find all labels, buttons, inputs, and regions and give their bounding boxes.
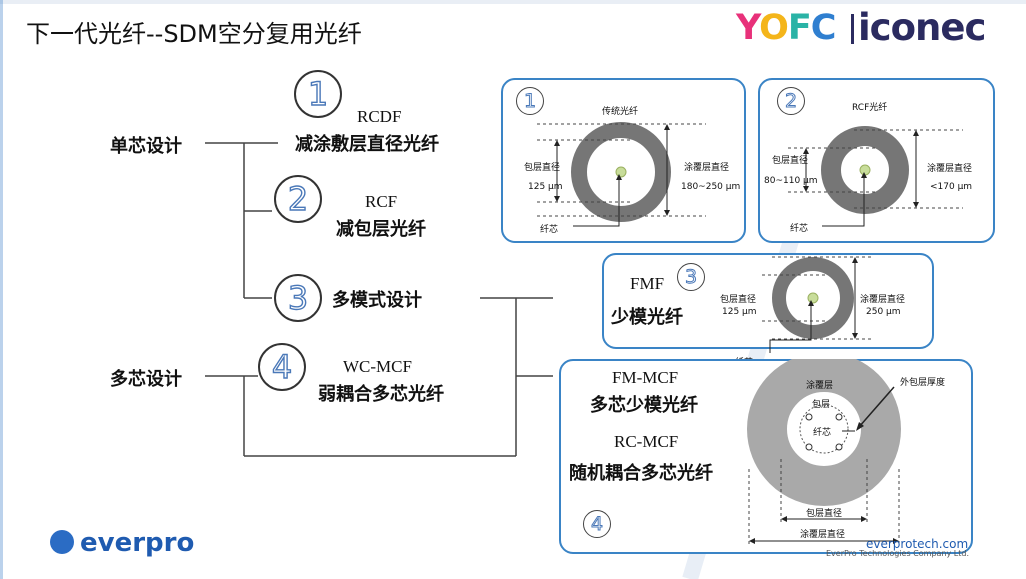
panel-2-badge-text: 2 — [784, 90, 798, 113]
item-2-name: 减包层光纤 — [336, 219, 426, 240]
panel-1-cladding-value: 125 μm — [528, 182, 563, 192]
panel-1-cladding-label: 包层直径 — [524, 163, 561, 173]
yofc-logo: YOFC — [736, 8, 837, 48]
panel-4-cladding-diameter: 包层直径 — [806, 509, 843, 519]
panel-3-badge-text: 3 — [684, 266, 698, 289]
top-rule — [0, 0, 1026, 4]
category-multi-core: 多芯设计 — [110, 369, 182, 390]
number-badge-2: 2 — [274, 175, 322, 223]
panel-3-coating-label: 涂覆层直径 — [860, 295, 906, 305]
number-badge-4: 4 — [258, 343, 306, 391]
panel-3-name: 少模光纤 — [611, 307, 683, 328]
panel-4-abbr-2: RC-MCF — [614, 432, 679, 451]
panel-4-diagram — [747, 359, 901, 545]
panel-1-coating-label: 涂覆层直径 — [684, 163, 730, 173]
panel-4-cladding-label: 包层 — [812, 400, 831, 410]
panel-1-diagram — [537, 122, 706, 227]
panel-4-outer-label: 外包层厚度 — [900, 378, 946, 388]
panel-1-badge: 1 — [516, 87, 544, 115]
core-dot — [835, 443, 843, 451]
panel-2-coating-label: 涂覆层直径 — [927, 164, 973, 174]
yofc-letter-f: F — [787, 8, 812, 48]
panel-4-abbr-1: FM-MCF — [612, 368, 679, 387]
number-badge-1-text: 1 — [307, 74, 329, 113]
panel-4-coating-diameter: 涂覆层直径 — [800, 530, 846, 540]
panel-2-diagram — [788, 126, 963, 227]
left-accent — [0, 0, 3, 579]
number-badge-1: 1 — [294, 70, 342, 118]
panel-3-badge: 3 — [677, 263, 705, 291]
panel-3-cladding-value: 125 μm — [722, 307, 757, 317]
panel-4-badge: 4 — [583, 510, 611, 538]
panel-4-badge-text: 4 — [590, 513, 604, 536]
panel-3-coating-value: 250 μm — [866, 307, 901, 317]
fiber-core — [859, 164, 871, 176]
panel-1-core-label: 纤芯 — [540, 225, 559, 235]
number-badge-3: 3 — [274, 274, 322, 322]
yofc-letter-o: O — [759, 8, 789, 48]
panel-2-cladding-label: 包层直径 — [772, 156, 809, 166]
panel-3-cladding-label: 包层直径 — [720, 295, 757, 305]
number-badge-2-text: 2 — [287, 179, 309, 218]
fiber-core — [807, 292, 819, 304]
number-badge-3-text: 3 — [287, 278, 309, 317]
panel-1-badge-text: 1 — [523, 90, 537, 113]
core-region — [799, 404, 849, 454]
panel-1-coating-value: 180~250 μm — [681, 182, 741, 192]
panel-2-badge: 2 — [777, 87, 805, 115]
iconec-logo: iconec — [858, 6, 986, 49]
everpro-logo-icon — [50, 530, 74, 554]
item-4-abbr: WC-MCF — [343, 357, 412, 376]
fiber-core — [615, 166, 627, 178]
item-1-abbr: RCDF — [357, 107, 402, 126]
number-badge-4-text: 4 — [271, 347, 293, 386]
panel-1-title: 传统光纤 — [602, 107, 639, 117]
core-dot — [805, 443, 813, 451]
panel-4-name-1: 多芯少模光纤 — [590, 395, 698, 416]
logo-separator — [851, 14, 854, 44]
panel-2-coating-value: <170 μm — [930, 182, 973, 192]
item-2-abbr: RCF — [365, 192, 398, 211]
panel-2-cladding-value: 80~110 μm — [764, 176, 818, 186]
panel-2-core-label: 纤芯 — [790, 224, 809, 234]
website-link[interactable]: everprotech.com — [866, 537, 969, 551]
panel-fmf — [602, 253, 934, 349]
panel-2-title: RCF光纤 — [852, 103, 888, 113]
yofc-letter-c: C — [810, 8, 837, 48]
item-3-name: 多模式设计 — [332, 290, 422, 311]
core-dot — [835, 413, 843, 421]
panel-3-abbr: FMF — [630, 274, 665, 293]
panel-4-core-label: 纤芯 — [813, 428, 832, 438]
category-single-core: 单芯设计 — [110, 136, 182, 157]
yofc-letter-y: Y — [736, 8, 760, 48]
coating-ring — [747, 359, 901, 506]
company-name: EverPro Technologies Company Ltd. — [826, 549, 969, 558]
panel-3-diagram — [762, 256, 872, 353]
everpro-logo: everpro — [80, 528, 195, 558]
slide-title: 下一代光纤--SDM空分复用光纤 — [26, 20, 362, 48]
panel-4-name-2: 随机耦合多芯光纤 — [569, 463, 713, 484]
item-4-name: 弱耦合多芯光纤 — [318, 384, 444, 405]
item-1-name: 减涂敷层直径光纤 — [295, 134, 439, 155]
panel-4-coating-label: 涂覆层 — [806, 381, 834, 391]
core-dot — [805, 413, 813, 421]
